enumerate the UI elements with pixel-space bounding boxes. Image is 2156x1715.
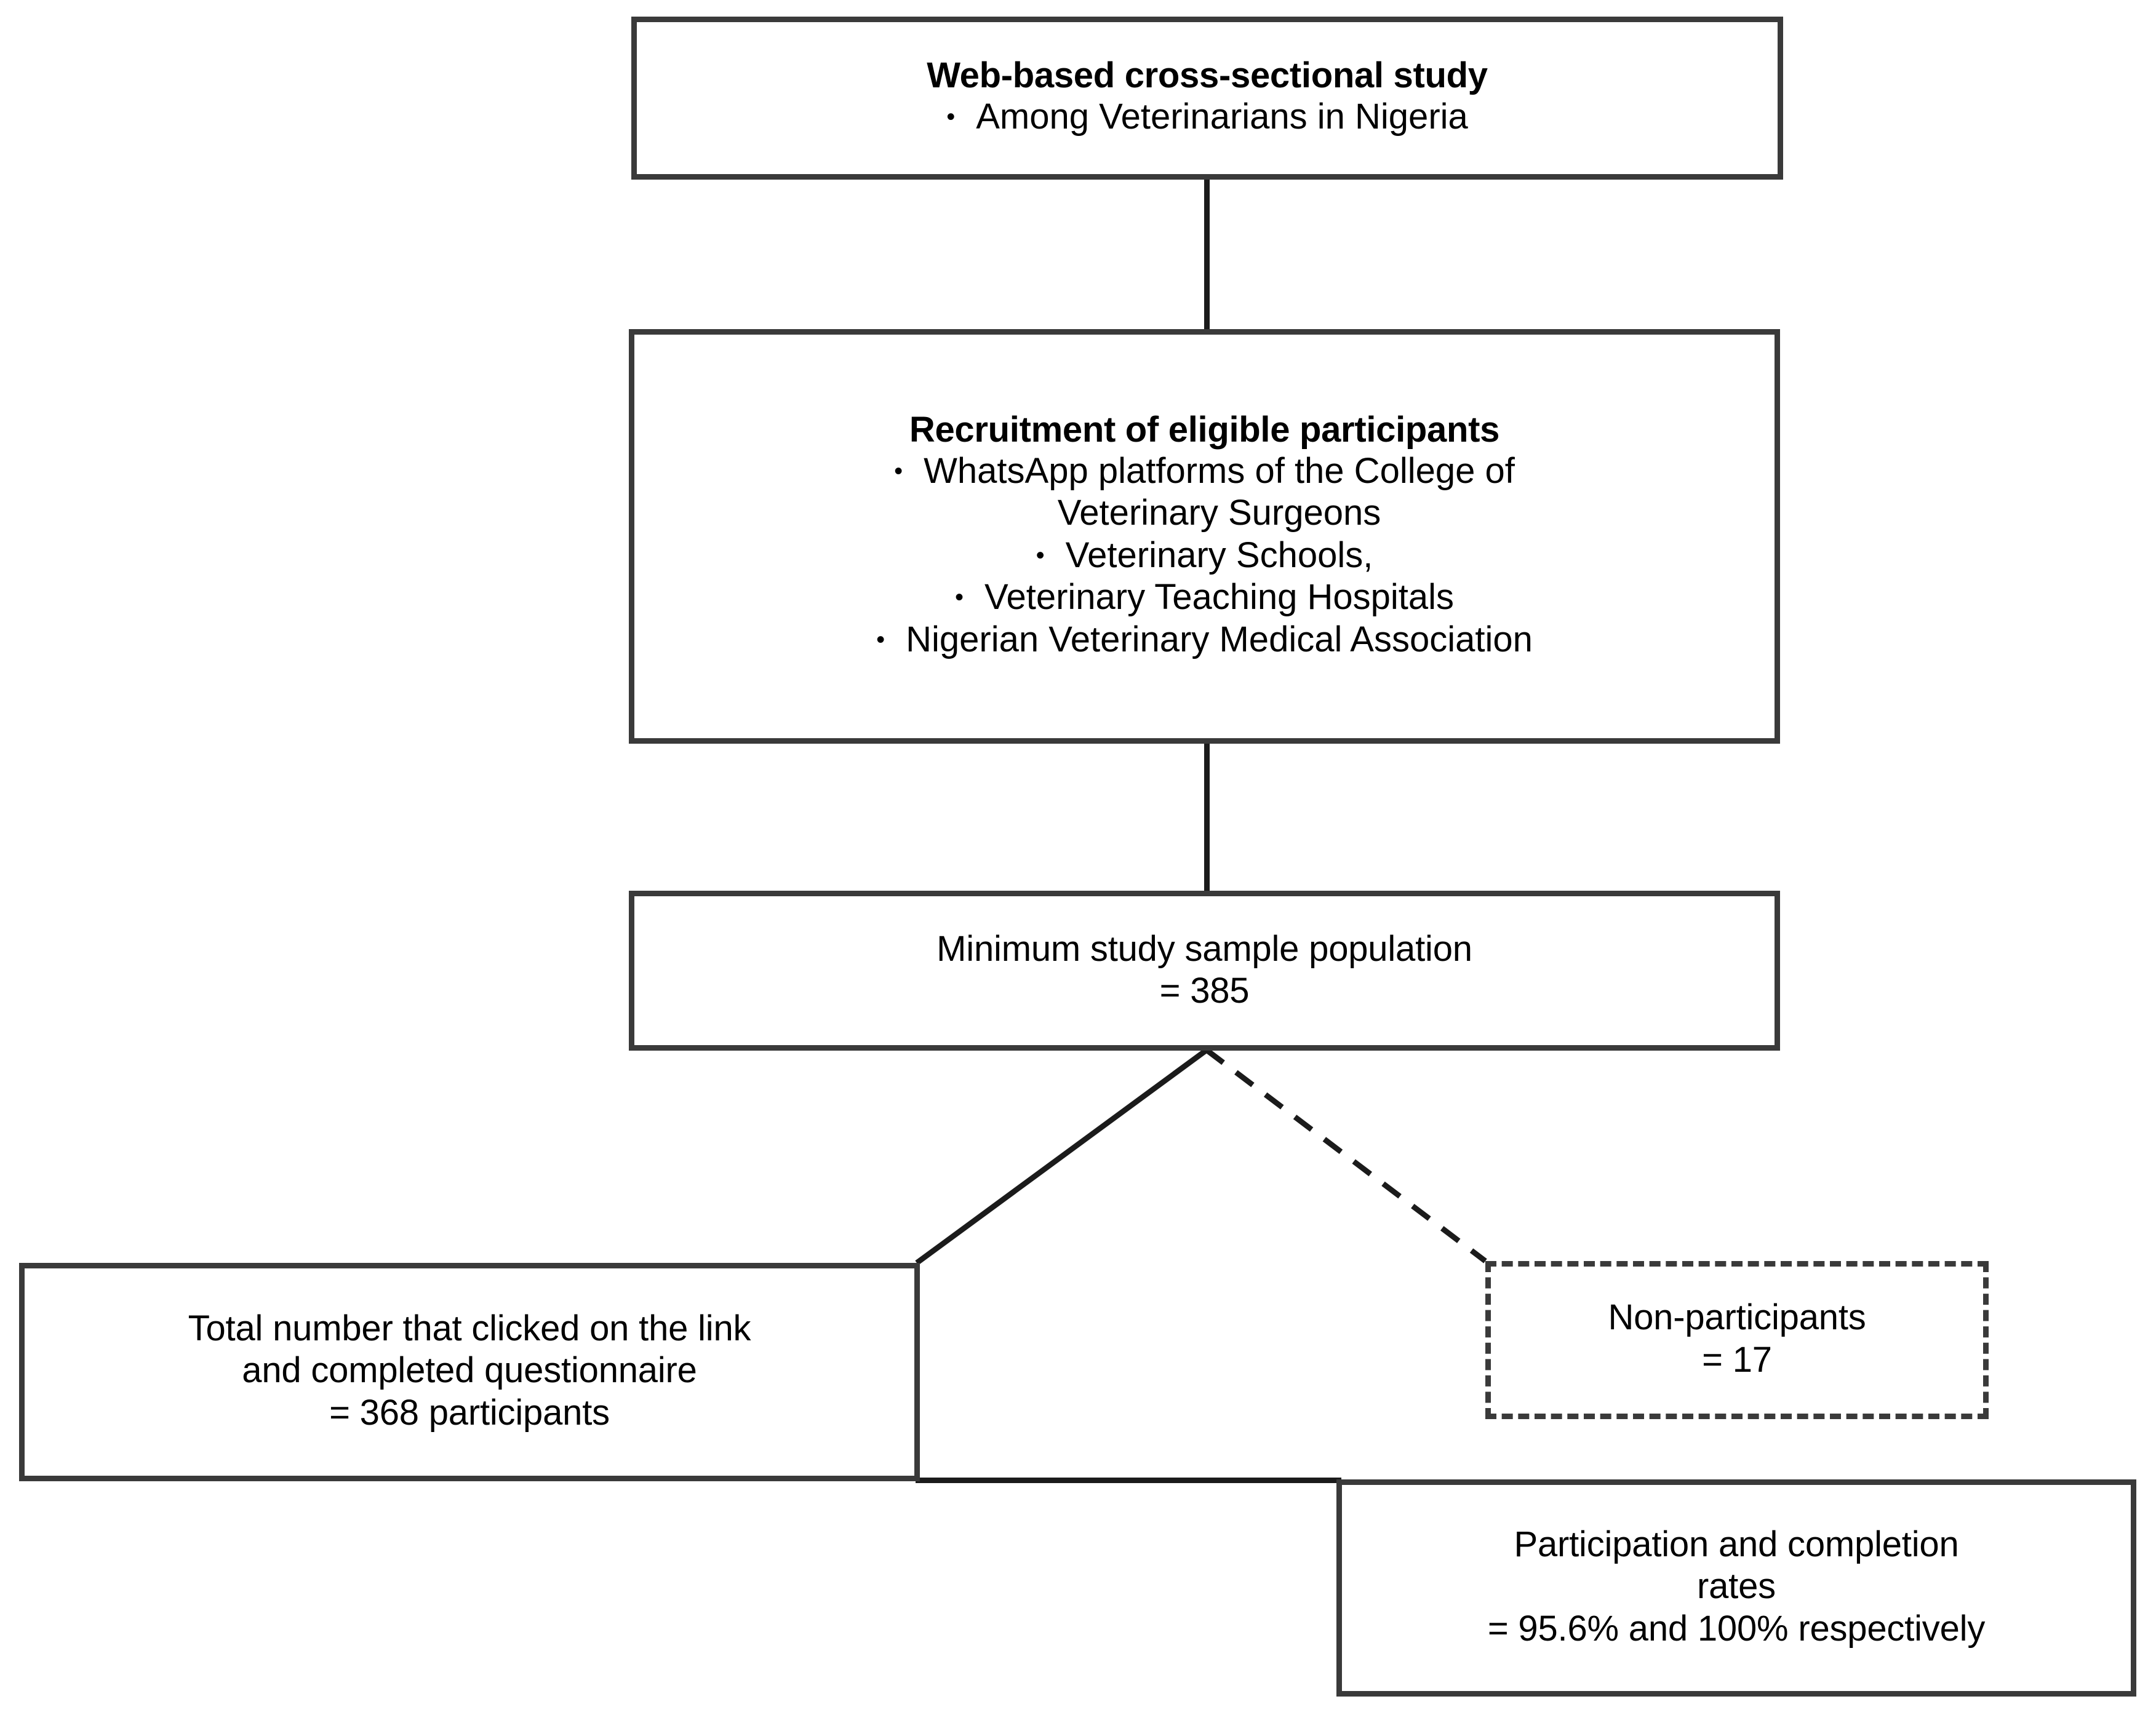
connector-recruitment-to-sample bbox=[1204, 740, 1210, 894]
node-non-participants: Non-participants = 17 bbox=[1485, 1261, 1989, 1419]
connector-participants-to-rates bbox=[916, 1478, 1341, 1483]
recruitment-heading: Recruitment of eligible participants bbox=[909, 409, 1500, 450]
nonparticipants-line-2: = 17 bbox=[1702, 1339, 1772, 1380]
node-web-based-study: Web-based cross-sectional study • Among … bbox=[631, 17, 1783, 180]
bullet-dot-icon: • bbox=[946, 103, 956, 131]
node-participation-rates: Participation and completion rates = 95.… bbox=[1336, 1479, 2136, 1697]
bullet-dot-icon: • bbox=[876, 626, 885, 653]
recruitment-bullet-4: • Nigerian Veterinary Medical Associatio… bbox=[876, 619, 1533, 661]
bullet-dot-icon: • bbox=[894, 457, 903, 485]
connector-study-to-recruitment bbox=[1204, 177, 1210, 332]
study-bullet-1-text: Among Veterinarians in Nigeria bbox=[976, 97, 1468, 137]
node-minimum-sample: Minimum study sample population = 385 bbox=[629, 891, 1780, 1051]
connector-sample-to-nonparticipants bbox=[1205, 1048, 1487, 1263]
connector-sample-to-participants bbox=[915, 1048, 1208, 1265]
recruitment-bullet-3-text: Veterinary Teaching Hospitals bbox=[984, 577, 1455, 618]
recruitment-bullet-1-text: WhatsApp platforms of the College of Vet… bbox=[924, 450, 1515, 535]
rates-line-1: Participation and completion bbox=[1514, 1524, 1959, 1564]
recruitment-bullet-1: • WhatsApp platforms of the College of V… bbox=[894, 450, 1515, 535]
study-bullet-1: • Among Veterinarians in Nigeria bbox=[946, 96, 1468, 138]
participants-line-1: Total number that clicked on the link bbox=[188, 1308, 751, 1348]
recruitment-bullet-3: • Veterinary Teaching Hospitals bbox=[955, 576, 1454, 618]
bullet-dot-icon: • bbox=[1036, 541, 1045, 569]
nonparticipants-line-1: Non-participants bbox=[1608, 1297, 1866, 1338]
study-heading: Web-based cross-sectional study bbox=[927, 55, 1488, 96]
recruitment-bullet-4-text: Nigerian Veterinary Medical Association bbox=[906, 619, 1533, 659]
rates-line-3: = 95.6% and 100% respectively bbox=[1487, 1608, 1986, 1649]
recruitment-bullet-2-text: Veterinary Schools, bbox=[1065, 535, 1373, 575]
recruitment-bullet-2: • Veterinary Schools, bbox=[1036, 535, 1373, 576]
sample-line-1: Minimum study sample population bbox=[936, 928, 1472, 969]
node-recruitment: Recruitment of eligible participants • W… bbox=[629, 329, 1780, 744]
participants-line-3: = 368 participants bbox=[329, 1392, 610, 1433]
bullet-dot-icon: • bbox=[954, 584, 964, 611]
participants-line-2: and completed questionnaire bbox=[242, 1350, 697, 1391]
rates-line-2: rates bbox=[1697, 1566, 1776, 1607]
recruitment-bullet-1-line-2: Veterinary Surgeons bbox=[1057, 493, 1381, 533]
recruitment-bullet-1-line-1: WhatsApp platforms of the College of bbox=[924, 450, 1515, 491]
node-participants: Total number that clicked on the link an… bbox=[19, 1263, 920, 1481]
sample-line-2: = 385 bbox=[1159, 971, 1250, 1011]
